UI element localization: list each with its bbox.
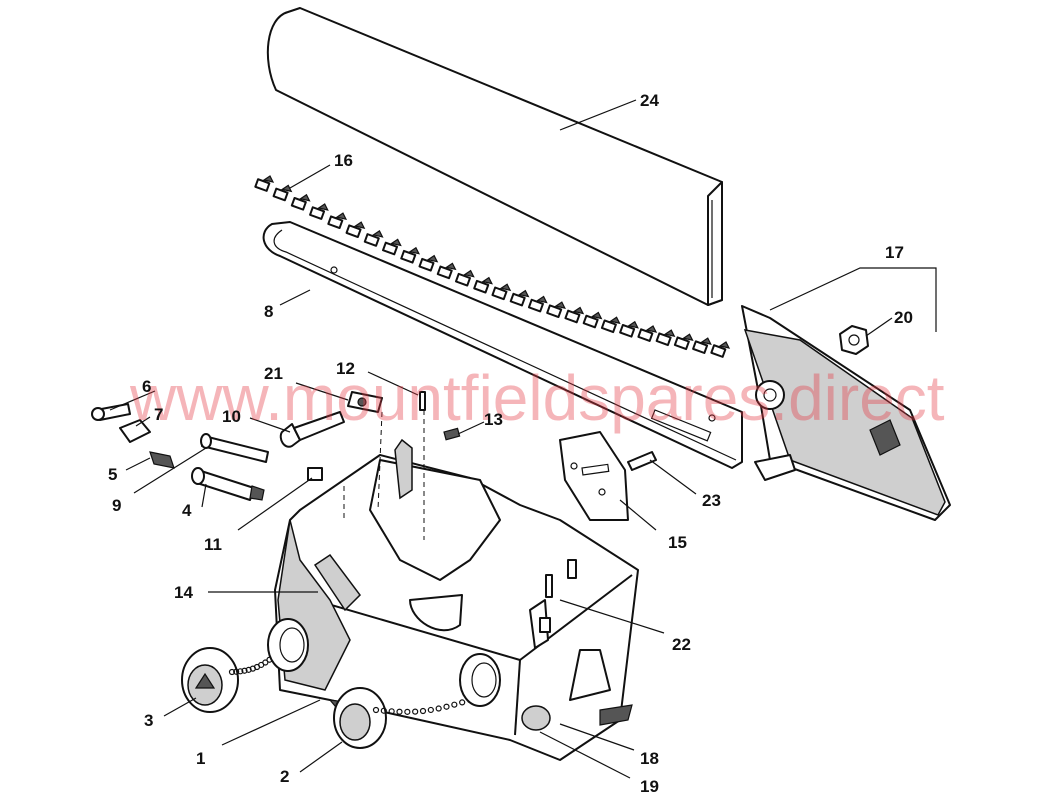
housing-ports: [267, 618, 551, 731]
label-22: 22: [672, 635, 691, 654]
chain-link: [710, 341, 731, 358]
chain-link: [436, 262, 457, 280]
bolt: [279, 411, 345, 448]
cord-bead: [228, 668, 236, 676]
cord-bead: [372, 706, 380, 714]
label-19: 19: [640, 777, 659, 796]
label-7: 7: [154, 405, 163, 424]
chain-link: [345, 221, 366, 239]
chain-link: [418, 254, 439, 272]
chain-housing: [274, 438, 639, 761]
guide-plate: [559, 431, 629, 521]
bracket: [313, 553, 361, 612]
label-18: 18: [640, 749, 659, 768]
knob-2: [333, 687, 387, 749]
chain-link: [473, 276, 493, 294]
chain-link: [673, 333, 694, 351]
chain-link: [254, 175, 275, 192]
chain-link: [564, 306, 585, 324]
assembly-guides: [343, 410, 425, 540]
label-8: 8: [264, 302, 273, 321]
cord-bead: [451, 701, 458, 708]
cord-bead: [459, 699, 466, 706]
label-10: 10: [222, 407, 241, 426]
chain-link: [272, 184, 293, 202]
chain-link: [382, 238, 402, 256]
chain-link: [327, 212, 348, 230]
cord-bead: [241, 667, 248, 674]
cord-bead: [427, 706, 434, 714]
label-17: 17: [885, 243, 904, 262]
nut: [839, 325, 869, 355]
part-labels: 24 16 8 17 20 21 12 10 13 6 7 5 9 4 11 1…: [108, 91, 913, 796]
label-23: 23: [702, 491, 721, 510]
watermark-text: www.mountfieldspares.direct: [129, 362, 945, 434]
label-14: 14: [174, 583, 193, 602]
washer-plate: [347, 391, 383, 413]
sprocket-cover: [741, 305, 951, 521]
chain-link: [582, 311, 603, 329]
label-11: 11: [204, 535, 222, 554]
label-4: 4: [182, 501, 192, 520]
label-3: 3: [144, 711, 153, 730]
chain-link: [692, 337, 712, 354]
adjuster-screw: [627, 451, 657, 471]
chain-link: [600, 316, 621, 334]
label-12: 12: [336, 359, 355, 378]
chain-link: [491, 283, 512, 301]
spring: [149, 451, 175, 469]
chain-link: [619, 320, 639, 338]
cord-bead: [396, 708, 403, 715]
threaded-rod: [200, 433, 269, 463]
knob-3: [181, 647, 239, 713]
cord-bead: [419, 707, 427, 715]
label-20: 20: [894, 308, 913, 327]
cord-bead: [262, 659, 269, 666]
chain-link: [546, 301, 566, 319]
chain-link: [454, 269, 475, 287]
cord-bead: [412, 708, 419, 715]
chain-link: [363, 230, 384, 247]
chain-link: [637, 325, 658, 342]
chain-link: [309, 203, 329, 220]
label-15: 15: [668, 533, 687, 552]
label-13: 13: [484, 410, 503, 429]
label-21: 21: [264, 364, 283, 383]
guide-bar: [262, 221, 743, 469]
sleeve: [191, 467, 265, 501]
label-2: 2: [280, 767, 289, 786]
label-24: 24: [640, 91, 659, 110]
pin: [419, 391, 426, 411]
label-6: 6: [142, 377, 151, 396]
chain-link: [400, 246, 421, 264]
cord-bead: [237, 668, 244, 675]
cord-bead: [404, 708, 411, 715]
cord-bead: [233, 668, 240, 675]
cord-bead: [443, 703, 450, 710]
screw: [91, 403, 131, 421]
nut-block: [307, 467, 323, 481]
chain-link: [655, 329, 676, 347]
label-1: 1: [196, 749, 205, 768]
cord-bead: [388, 708, 395, 715]
label-5: 5: [108, 465, 117, 484]
small-fitting: [539, 574, 553, 633]
label-16: 16: [334, 151, 353, 170]
leader-lines: [109, 99, 937, 779]
cord-bead: [380, 707, 387, 714]
bar-cover: [266, 7, 723, 306]
label-9: 9: [112, 496, 121, 515]
chain-link: [527, 295, 548, 313]
cord-bead: [435, 705, 442, 712]
small-block: [443, 427, 461, 441]
saw-chain: [254, 175, 731, 358]
chain-link: [290, 193, 311, 211]
clip: [119, 419, 151, 443]
chain-link: [509, 289, 530, 307]
